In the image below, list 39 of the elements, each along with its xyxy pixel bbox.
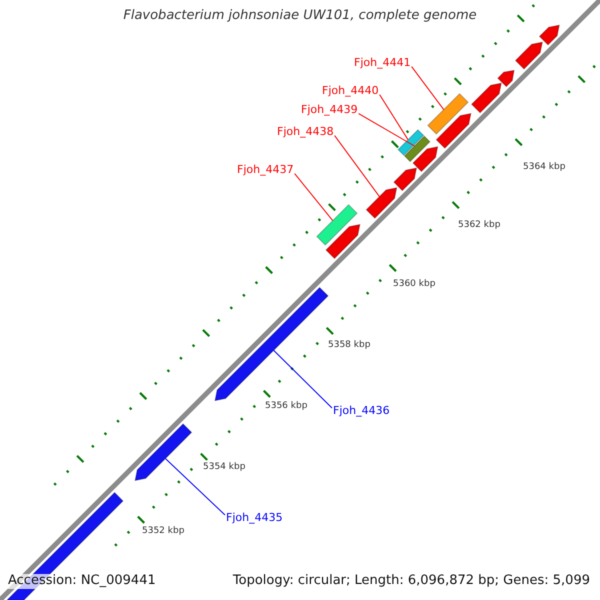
scale-label: 5360 kbp: [393, 279, 436, 290]
gene-label: Fjoh_4436: [333, 405, 390, 418]
gene-feature: [397, 129, 424, 156]
gene-feature: [404, 135, 431, 162]
leader-line: [411, 66, 444, 110]
scale-label: 5356 kbp: [265, 401, 308, 412]
scale-label: 5358 kbp: [328, 340, 370, 350]
gene-feature: [497, 70, 515, 88]
title: Flavobacterium johnsoniae UW101, complete genome: [122, 9, 478, 24]
scale-label: 5362 kbp: [458, 220, 500, 230]
gene-feature: [214, 286, 329, 402]
gene-label: Fjoh_4438: [277, 126, 334, 139]
leader-line: [273, 350, 332, 408]
gene-label: Fjoh_4441: [354, 57, 411, 70]
scale-label: 5364 kbp: [523, 162, 566, 172]
leader-line: [294, 173, 334, 222]
gene-feature: [470, 82, 502, 114]
gene-feature: [538, 24, 560, 46]
gene-label: Fjoh_4439: [301, 104, 358, 117]
gene-feature: [325, 224, 361, 260]
gene-feature: [393, 167, 418, 192]
scale-label: 5354 kbp: [203, 462, 246, 472]
gene-feature: [412, 146, 438, 172]
accession-label: Accession: NC_009441: [8, 574, 156, 589]
leader-line: [358, 113, 415, 146]
gene-label: Fjoh_4437: [237, 164, 294, 177]
gene-feature: [316, 204, 358, 246]
gene-feature: [436, 112, 472, 149]
gene-feature: [427, 93, 469, 135]
scale-label: 5352 kbp: [142, 526, 184, 536]
gene-label: Fjoh_4440: [322, 85, 379, 98]
gene-feature: [514, 41, 544, 70]
leader-line: [165, 458, 226, 516]
gene-feature: [366, 187, 398, 219]
genome-info: Topology: circular; Length: 6,096,872 bp; Genes: 5,099: [232, 574, 590, 589]
leader-line: [334, 135, 380, 198]
leader-line: [379, 94, 408, 140]
gene-label: Fjoh_4435: [226, 512, 283, 525]
gene-feature: [134, 423, 192, 482]
